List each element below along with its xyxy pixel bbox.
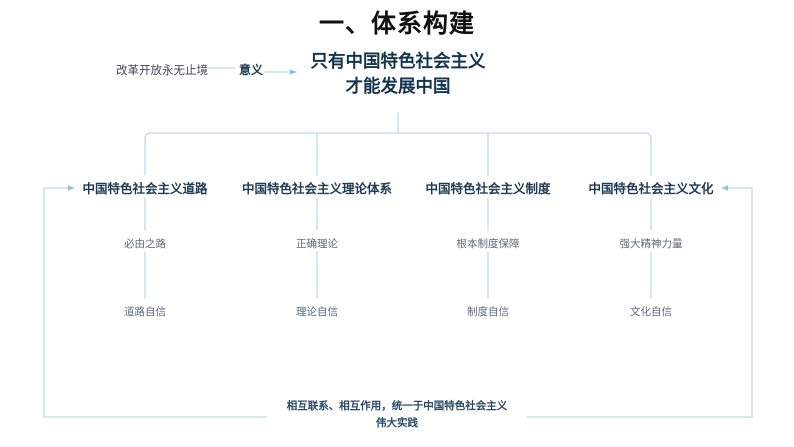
wire-loop-left [43,185,284,418]
column-header-1: 中国特色社会主义道路 [82,181,208,196]
hero-line-1: 只有中国特色社会主义 [310,52,486,72]
hero-statement: 只有中国特色社会主义 才能发展中国 [283,50,513,100]
wire-bracket-outer [144,132,652,176]
column-1-row-2: 道路自信 [124,306,166,318]
column-2-row-1: 正确理论 [296,238,338,250]
intro-relation-label: 意义 [239,63,264,77]
footer-line-1: 相互联系、相互作用，统一于中国特色社会主义 [286,400,508,412]
intro-source-label: 改革开放永无止境 [116,65,208,77]
column-4-row-2: 文化自信 [630,306,672,318]
column-4-row-1: 强大精神力量 [619,238,683,250]
footer-line-2: 伟大实践 [376,417,418,429]
column-header-2: 中国特色社会主义理论体系 [241,181,392,196]
column-2-row-2: 理论自信 [296,306,338,318]
column-1-row-1: 必由之路 [124,238,166,250]
column-3-row-2: 制度自信 [467,306,509,318]
column-header-3: 中国特色社会主义制度 [425,181,551,196]
column-header-4: 中国特色社会主义文化 [588,181,714,196]
column-3-row-1: 根本制度保障 [456,238,520,250]
hero-line-2: 才能发展中国 [345,77,451,97]
page-title: 一、体系构建 [318,9,475,38]
wire-loop-right [512,185,753,418]
footer-note: 相互联系、相互作用，统一于中国特色社会主义 伟大实践 [267,398,527,432]
